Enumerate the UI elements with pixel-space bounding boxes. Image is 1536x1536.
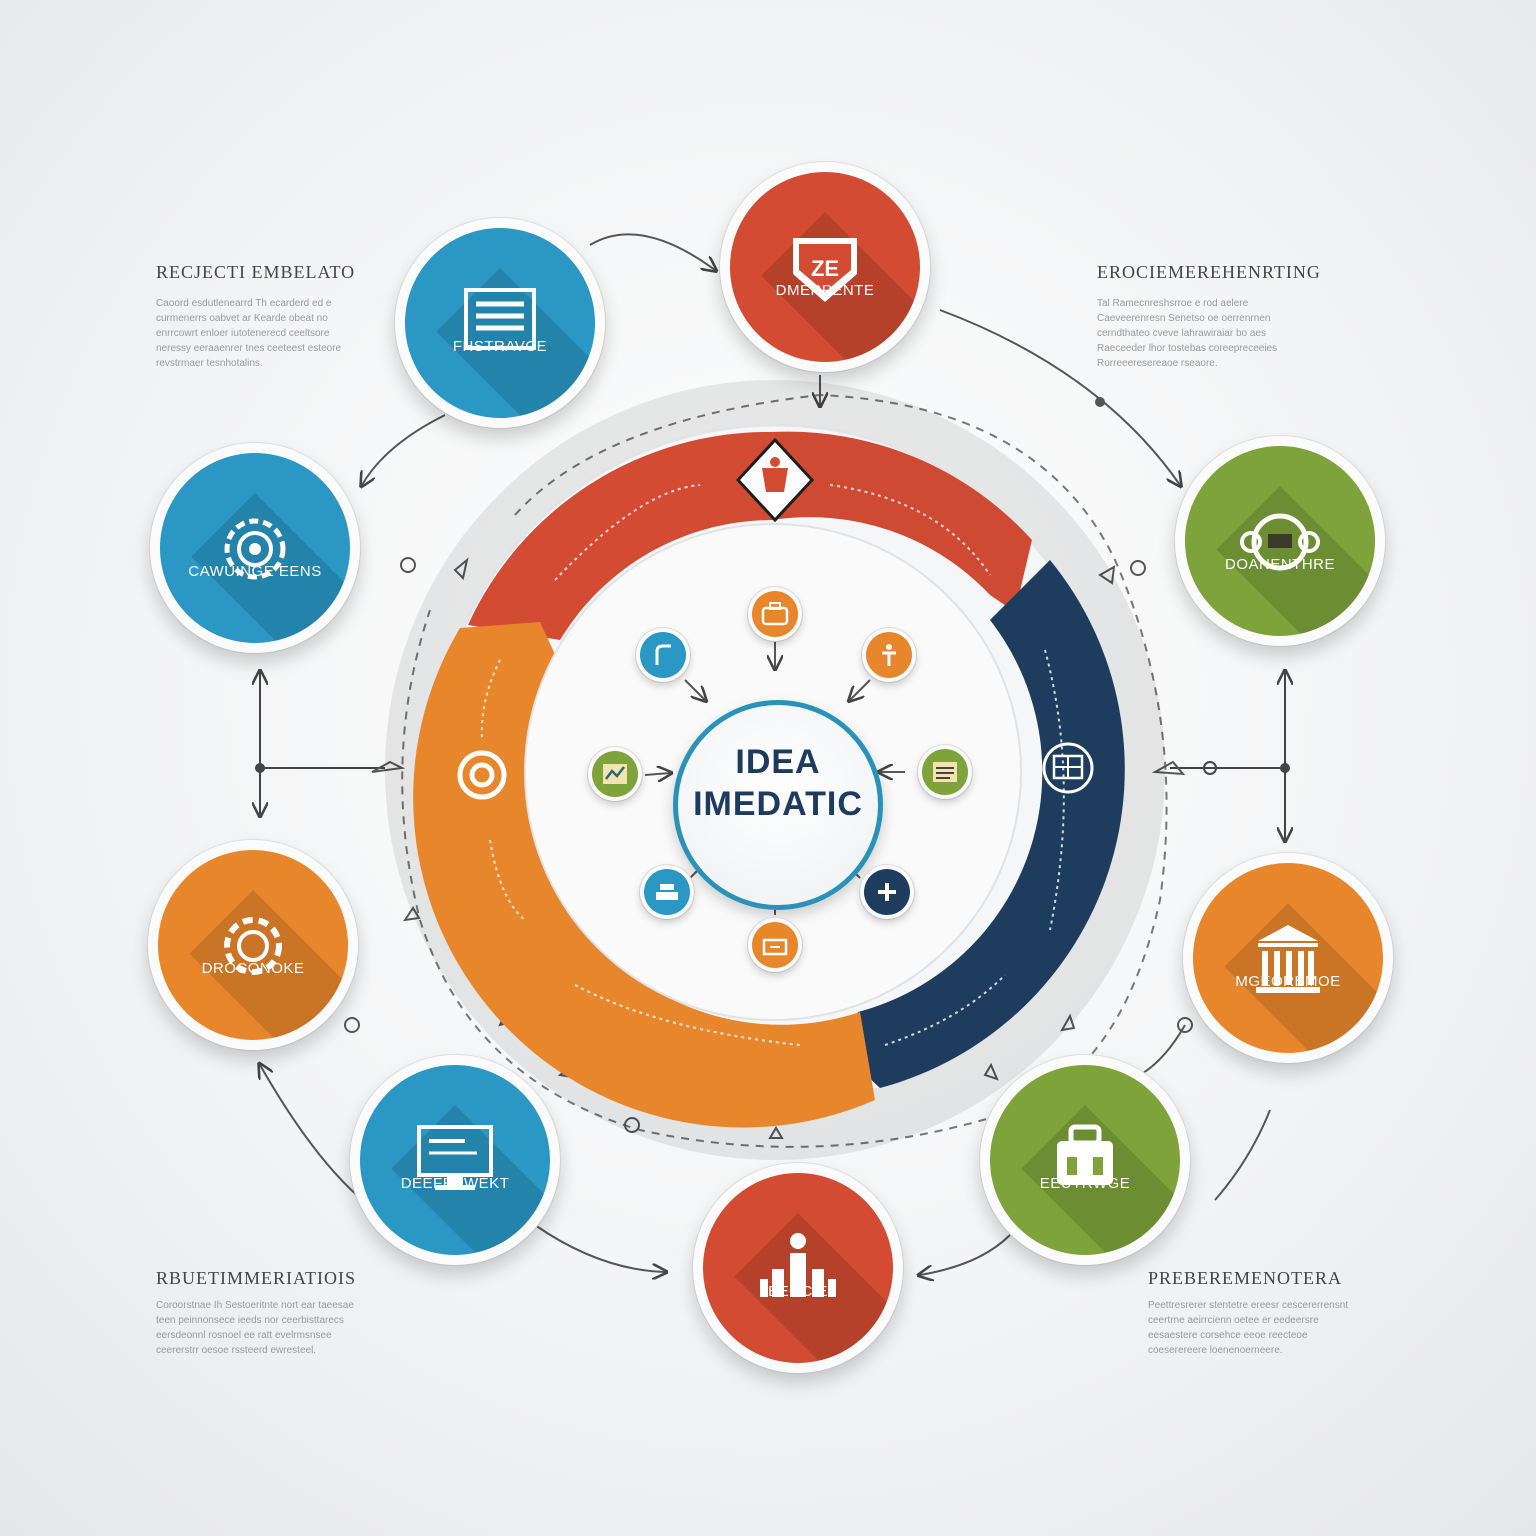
side-text-line: Rorreeeresereaoe rseaore. <box>1097 358 1218 369</box>
node-label: DMERPENTE <box>775 282 875 299</box>
mini-briefcase <box>748 587 802 641</box>
box-icon <box>752 922 798 968</box>
side-text-line: neressy eeraaenrer tnes ceeteest esteore <box>156 343 342 354</box>
side-text-line: eersdeonnl rosnoel ee ratt evelrmsnsee <box>156 1330 332 1341</box>
node-top-center: ZE DMERPENTE <box>720 162 930 372</box>
node-label: BEOCIE <box>768 1283 828 1300</box>
side-title-top-left: RECJECTI EMBELATO <box>156 262 356 282</box>
node-label: DROCONOKE <box>201 960 305 977</box>
side-text-bottom-right: Peettresrerer stentetre ereesr cescererr… <box>1148 1298 1348 1358</box>
bar-chart-icon <box>758 1231 838 1306</box>
chart-icon <box>592 751 638 797</box>
side-text-line: Tal Ramecnreshsrroe e rod aelere <box>1097 298 1249 309</box>
outer-arc-bottom-left <box>534 1224 665 1272</box>
side-text-line: Raeceeder lhor tostebas coreepreceeies <box>1097 343 1278 354</box>
bag-icon <box>1045 1123 1125 1198</box>
center-hub: IDEA IMEDATIC <box>673 700 883 910</box>
node-right-upper: DOANENTHRE <box>1175 436 1385 646</box>
briefcase-icon <box>752 591 798 637</box>
side-text-bottom-left: Coroorstnae Ih Sestoeritnte nort ear tae… <box>156 1298 354 1358</box>
mini-doc <box>918 745 972 799</box>
monitor-icon <box>415 1123 495 1198</box>
side-title-top-right: EROCIEMEREHENRTING <box>1097 262 1321 282</box>
figure-icon <box>866 632 912 678</box>
node-disc <box>360 1065 550 1255</box>
dashed-ring <box>401 393 1168 1148</box>
mini-chart <box>588 747 642 801</box>
doc-icon <box>922 749 968 795</box>
outer-arc-bottom-right <box>920 1234 1011 1275</box>
node-label: DEEFRAWEKT <box>400 1175 510 1192</box>
svg-text:ZE: ZE <box>811 256 839 281</box>
hook-icon <box>640 632 686 678</box>
outer-arc-top-right <box>939 309 1180 485</box>
side-title-bottom-right: PREBEREMENOTERA <box>1148 1268 1343 1288</box>
node-bottom-right: EEUTRWGE <box>980 1055 1190 1265</box>
mini-hook <box>636 628 690 682</box>
side-text-line: revstrmaer tesnhotalins. <box>156 358 263 369</box>
node-right-lower: MGEOREMOE <box>1183 853 1393 1063</box>
plus-icon <box>864 869 910 915</box>
side-text-line: Peettresrerer stentetre ereesr cescererr… <box>1148 1300 1349 1311</box>
list-icon <box>460 286 540 361</box>
node-bottom-center: BEOCIE <box>693 1163 903 1373</box>
node-left-lower: DROCONOKE <box>148 840 358 1050</box>
cog-icon <box>208 908 298 993</box>
gear-icon <box>210 511 300 596</box>
side-text-top-left: Caoord esdutlenearrd Th ecarderd ed e cur… <box>156 296 341 371</box>
stack-icon <box>644 869 690 915</box>
outer-arc-far-right <box>1214 1109 1271 1201</box>
grid-globe-icon <box>1042 742 1094 794</box>
node-disc <box>158 850 348 1040</box>
ring-segment-red-shape <box>468 431 800 640</box>
face-icon <box>1235 504 1325 589</box>
mini-plus <box>860 865 914 919</box>
node-bottom-left: DEEFRAWEKT <box>350 1055 560 1265</box>
building-icon <box>1248 921 1328 1006</box>
node-top-left: FHSTRAVCE <box>395 218 605 428</box>
node-label: DOANENTHRE <box>1224 556 1335 573</box>
hub-title-line2: IMEDATIC <box>693 785 863 823</box>
side-text-line: ceertrne aeirrcienn oetee er eedeersre <box>1148 1315 1319 1326</box>
outer-arc-upper-left <box>362 414 446 485</box>
side-text-line: coeserereere loenenoerneere. <box>1148 1345 1283 1356</box>
node-label: FHSTRAVCE <box>452 338 548 355</box>
node-label: CAWUINGE EENS <box>188 563 322 580</box>
node-disc <box>405 228 595 418</box>
side-text-line: enrrcowrt enloer iutotenerecd ceeltsore <box>156 328 330 339</box>
side-text-line: Caeveerenresn Senetso oe oerrenrnen <box>1097 313 1271 324</box>
target-icon <box>457 750 507 800</box>
outer-arc-right-lower <box>1139 1024 1186 1076</box>
side-title-bottom-left: RBUETIMMERIATIOIS <box>156 1268 356 1288</box>
mini-stack <box>640 865 694 919</box>
outer-arc-top-left <box>589 233 715 270</box>
mini-box <box>748 918 802 972</box>
side-text-line: teen peinnonsece ieeds nor ceerbisttarec… <box>156 1315 344 1326</box>
diamond-marker-icon <box>735 437 815 523</box>
side-text-line: ceererstrr oesoe rssteerd ewresteel. <box>156 1345 317 1356</box>
side-text-line: Coroorstnae Ih Sestoeritnte nort ear tae… <box>156 1300 354 1311</box>
side-text-line: Caoord esdutlenearrd Th ecarderd ed e <box>156 298 332 309</box>
side-text-line: cerndthateo cveve lahrawiraiar bo aes <box>1097 328 1266 339</box>
node-label: EEUTRWGE <box>1039 1175 1131 1192</box>
node-label: MGEOREMOE <box>1235 973 1341 990</box>
node-left-upper: CAWUINGE EENS <box>150 443 360 653</box>
hub-title-line1: IDEA <box>735 743 821 781</box>
badge-icon: ZE <box>785 230 865 315</box>
mini-figure <box>862 628 916 682</box>
side-text-line: eesaestere corsehce eeoe reecteoe <box>1148 1330 1308 1341</box>
side-text-line: curmenerrs oabvet ar Kearde obeat no <box>156 313 328 324</box>
